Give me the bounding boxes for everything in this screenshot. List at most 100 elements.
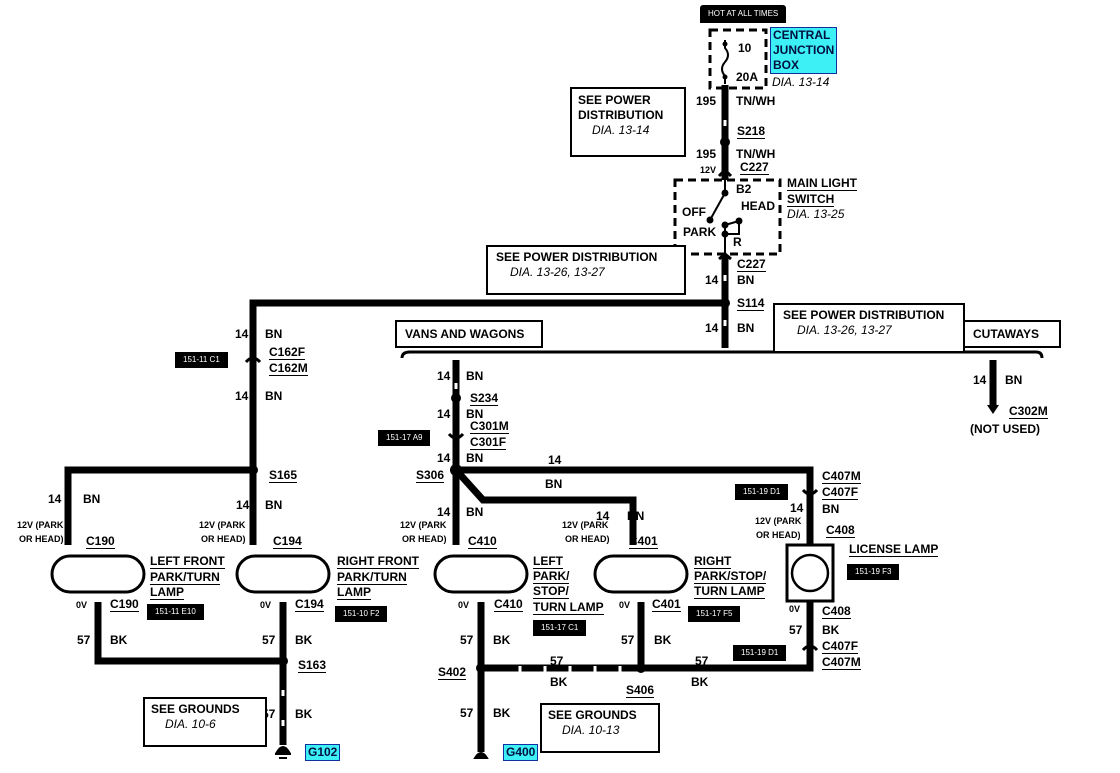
connector-label-c227: C227 [740, 160, 769, 175]
connector-label-c162f: C162F [269, 345, 306, 360]
note-title: SEE POWER [578, 93, 651, 107]
wire-color: BN [737, 273, 755, 287]
main-light-switch-title: MAIN LIGHT [787, 176, 857, 191]
connector-label-c407m: C407M [822, 469, 861, 484]
wire-color: BK [493, 633, 511, 647]
connector-c407-top [801, 488, 819, 496]
main-light-switch-dia: DIA. 13-25 [787, 207, 845, 221]
wire-color: BN [83, 492, 101, 506]
see-power-distribution-note-2: SEE POWER DISTRIBUTION DIA. 13-26, 13-27 [486, 245, 686, 295]
fuse-number: 10 [738, 41, 752, 55]
ref-tag: 151-11 E10 [147, 604, 204, 620]
voltage-label: 12V (PARK [400, 520, 447, 530]
connector-label-c301f: C301F [470, 435, 507, 450]
lamp-title-right-front: LAMP [337, 585, 371, 600]
connector-label-c401-bottom: C401 [652, 597, 681, 612]
voltage-label: OR HEAD) [565, 534, 610, 544]
wire-gauge: 57 [621, 633, 635, 647]
note-title: SEE GROUNDS [151, 702, 240, 716]
wire-gauge: 14 [596, 509, 610, 523]
connector-label-c407m-bottom: C407M [822, 655, 861, 670]
connector-c301 [447, 432, 465, 440]
see-power-distribution-note-3: SEE POWER DISTRIBUTION DIA. 13-26, 13-27 [773, 303, 965, 353]
wire-14bn-left-branch [249, 299, 725, 470]
wire-gauge: 57 [550, 654, 564, 668]
ref-tag: 151-19 F3 [847, 564, 900, 580]
wire-gauge: 57 [460, 706, 474, 720]
ref-tag: 151-19 D1 [733, 645, 787, 661]
lamp-title-left-rear: STOP/ [533, 584, 569, 599]
note-dia: DIA. 10-6 [165, 717, 216, 731]
see-grounds-note-2: SEE GROUNDS DIA. 10-13 [540, 703, 660, 753]
note-title: SEE POWER DISTRIBUTION [496, 250, 658, 264]
switch-r: R [733, 235, 742, 249]
wire-gauge: 14 [973, 373, 987, 387]
ref-tag: 151-17 F5 [688, 606, 741, 622]
voltage-label: 12V (PARK [17, 520, 64, 530]
connector-label-c190-bottom: C190 [110, 597, 139, 612]
lamp-c410-body [433, 554, 529, 594]
voltage-0v: 0V [76, 600, 88, 610]
connector-label-c408: C408 [826, 523, 855, 538]
connector-label-c194: C194 [273, 534, 302, 549]
lamp-title-right-front: RIGHT FRONT [337, 554, 419, 569]
wire-color: BK [493, 706, 511, 720]
not-used-label: (NOT USED) [970, 422, 1040, 436]
wire-gauge: 14 [437, 505, 451, 519]
wire-gauge: 14 [48, 492, 62, 506]
wire-color: BK [654, 633, 672, 647]
wire-color: BK [550, 675, 568, 689]
splice-s163 [278, 656, 288, 666]
wire-gauge: 14 [235, 327, 249, 341]
see-grounds-note-1: SEE GROUNDS DIA. 10-6 [143, 697, 267, 747]
wire-gauge: 14 [236, 498, 250, 512]
connector-label-c407f-bottom: C407F [822, 639, 859, 654]
see-power-distribution-note-1: SEE POWER DISTRIBUTION DIA. 13-14 [570, 87, 686, 157]
main-light-switch-enclosure [673, 178, 782, 256]
lamp-title-left-front: LEFT FRONT [150, 554, 225, 569]
wire-color: BN [466, 451, 484, 465]
cutaways-label: CUTAWAYS [963, 320, 1061, 348]
jb-line-2: JUNCTION [773, 43, 835, 57]
vans-text: VANS AND WAGONS [405, 327, 525, 341]
wire-gauge: 14 [705, 273, 719, 287]
wire-color: BK [295, 633, 313, 647]
wire-color: TN/WH [736, 94, 776, 108]
wire-color: BK [110, 633, 128, 647]
ref-tag: 151-17 A9 [378, 430, 431, 446]
connector-label-c190: C190 [86, 534, 115, 549]
connector-label-c302m: C302M [1009, 404, 1048, 419]
jb-line-1: CENTRAL [773, 28, 831, 42]
switch-b2: B2 [736, 182, 752, 196]
ref-tag: 151-11 C1 [175, 352, 228, 368]
ground-g400-icon [473, 752, 489, 759]
wire-color: BN [265, 327, 283, 341]
jb-line-3: BOX [773, 58, 800, 72]
fuse-rating: 20A [736, 70, 759, 84]
lamp-title-left-front: PARK/TURN [150, 570, 220, 585]
note-title: SEE POWER DISTRIBUTION [783, 308, 945, 322]
fuse-icon [721, 40, 729, 84]
voltage-label: OR HEAD) [19, 534, 64, 544]
connector-label-c408-bottom: C408 [822, 604, 851, 619]
voltage-label: 12V (PARK [199, 520, 246, 530]
connector-label-c162m: C162M [269, 361, 308, 376]
wire-color: BN [545, 477, 563, 491]
note-dia: DIA. 13-26, 13-27 [797, 323, 892, 337]
lamp-title-left-rear: LEFT [533, 554, 563, 569]
wire-color: BN [822, 502, 840, 516]
splice-label-s165: S165 [269, 468, 298, 483]
connector-label-c407f: C407F [822, 485, 859, 500]
splice-s114 [720, 298, 730, 308]
ref-tag: 151-10 F2 [335, 606, 388, 622]
connector-label-c194-bottom: C194 [295, 597, 324, 612]
splice-s406 [636, 663, 646, 673]
connector-c162 [244, 356, 262, 364]
note-dia: DIA. 10-13 [562, 723, 620, 737]
splice-label-s114: S114 [737, 296, 765, 311]
central-junction-box-label: CENTRAL JUNCTION BOX [770, 27, 838, 74]
lamp-c401-body [593, 554, 689, 594]
wire-gauge: 14 [790, 501, 804, 515]
vans-and-wagons-label: VANS AND WAGONS [395, 320, 543, 348]
splice-label-s306: S306 [416, 468, 445, 483]
